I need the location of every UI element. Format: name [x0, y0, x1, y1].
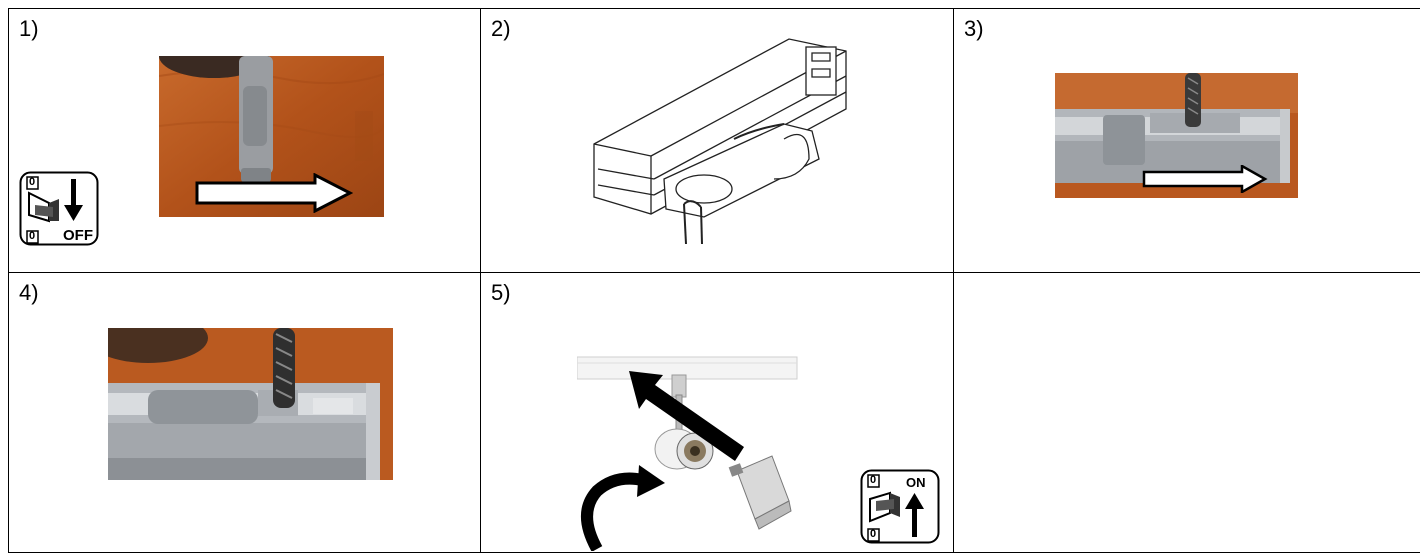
step-4-cell: 4) — [8, 272, 480, 553]
step-1-photo — [159, 56, 384, 217]
step-5-label: 5) — [491, 280, 511, 305]
slide-right-arrow-icon — [195, 173, 353, 213]
step-3-cell: 3) — [953, 8, 1420, 272]
step-5-cell: 5) — [480, 272, 953, 553]
step-2-cell: 2) — [480, 8, 953, 272]
switch-off-icon: 0 0 OFF — [19, 171, 99, 246]
switch-zero-top: 0 — [870, 474, 877, 486]
step-2-label: 2) — [491, 16, 511, 41]
switch-zero-top: 0 — [29, 176, 36, 188]
track-adapter-diagram — [584, 29, 859, 244]
step-4-photo — [108, 328, 393, 480]
step-3-photo — [1055, 73, 1298, 198]
insert-arrow-icon — [629, 371, 744, 461]
step-1-label: 1) — [19, 16, 39, 41]
switch-zero-bottom: 0 — [29, 230, 36, 242]
slide-right-arrow-icon — [1142, 165, 1268, 193]
rotate-arrow-icon — [581, 465, 665, 551]
step-3-label: 3) — [964, 16, 984, 41]
switch-on-icon: 0 0 ON — [860, 469, 940, 544]
step-1-cell: 1) — [8, 8, 480, 272]
switch-off-text: OFF — [63, 227, 93, 244]
instruction-grid: 1) — [8, 8, 1420, 553]
switch-on-text: ON — [906, 475, 926, 490]
switch-zero-bottom: 0 — [870, 528, 877, 540]
empty-cell — [953, 272, 1420, 553]
spotlight-illustration — [577, 351, 802, 551]
step-4-label: 4) — [19, 280, 39, 305]
